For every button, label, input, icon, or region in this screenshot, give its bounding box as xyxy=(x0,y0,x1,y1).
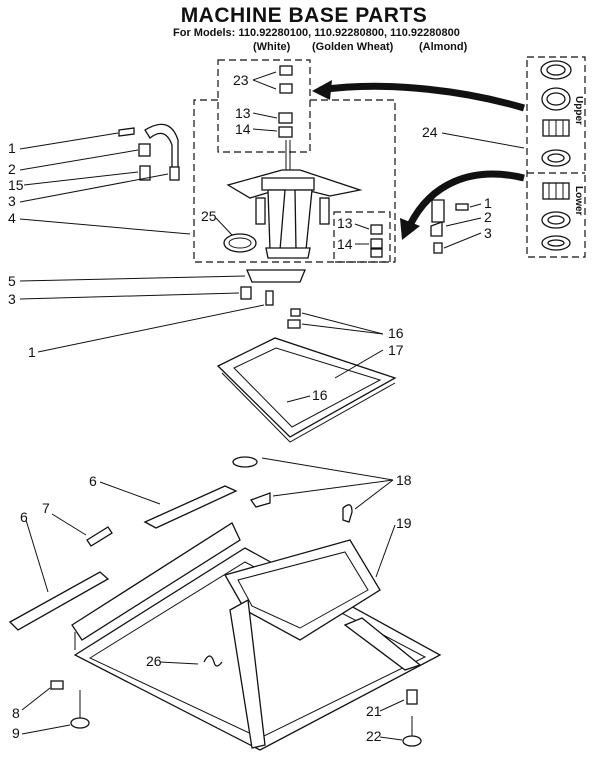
color-white: (White) xyxy=(253,41,291,53)
bearing-kit-frame xyxy=(526,56,586,258)
leveling-foot-right xyxy=(402,689,422,747)
spring-7 xyxy=(86,526,113,547)
callout-16-lower: 16 xyxy=(312,387,328,403)
transmission-assembly xyxy=(226,140,363,259)
callout-3: 3 xyxy=(8,193,16,209)
callout-1-right: 1 xyxy=(484,195,492,211)
right-bracket xyxy=(430,199,469,254)
center-small-parts xyxy=(240,269,306,306)
lower-label: Lower xyxy=(573,186,584,216)
lower-arrow xyxy=(406,170,525,227)
callout-19: 19 xyxy=(396,515,412,531)
parts-18 xyxy=(232,456,353,523)
callout-17: 17 xyxy=(388,342,404,358)
top-bearings xyxy=(278,65,293,138)
upper-arrow xyxy=(319,82,525,112)
callout-1-center: 1 xyxy=(28,344,36,360)
pads-small xyxy=(370,224,383,258)
lower-arrow-head xyxy=(400,218,420,240)
callout-16: 16 xyxy=(388,325,404,341)
ring-25 xyxy=(223,233,257,253)
callout-3-right: 3 xyxy=(484,225,492,241)
models-line: For Models: 110.92280100, 110.92280800, … xyxy=(173,27,460,39)
callout-5: 5 xyxy=(8,273,16,289)
callout-18: 18 xyxy=(396,472,412,488)
callout-7: 7 xyxy=(42,500,50,516)
callout-4: 4 xyxy=(8,210,16,226)
callout-15: 15 xyxy=(8,177,24,193)
pad-frame xyxy=(333,211,391,263)
callout-13: 13 xyxy=(235,105,251,121)
transmission-frame xyxy=(193,99,396,263)
callout-22: 22 xyxy=(366,728,382,744)
callout-6-left: 6 xyxy=(20,509,28,525)
callout-3-center: 3 xyxy=(8,291,16,307)
callout-14-pad: 14 xyxy=(337,236,353,252)
callout-2-right: 2 xyxy=(484,209,492,225)
leader-lines xyxy=(19,71,525,741)
rail-6b xyxy=(8,571,110,631)
callout-26: 26 xyxy=(146,653,162,669)
color-golden-wheat: (Golden Wheat) xyxy=(312,41,394,53)
callout-23: 23 xyxy=(233,72,249,88)
callout-21: 21 xyxy=(366,703,382,719)
callout-24: 24 xyxy=(422,124,438,140)
callout-25: 25 xyxy=(201,208,217,224)
callout-6: 6 xyxy=(89,473,97,489)
color-almond: (Almond) xyxy=(419,41,468,53)
callout-1: 1 xyxy=(8,140,16,156)
clip-26 xyxy=(203,655,223,667)
upper-label: Upper xyxy=(573,96,584,125)
bearing-frame xyxy=(217,59,311,153)
callout-14: 14 xyxy=(235,121,251,137)
leveling-foot-left xyxy=(50,680,90,729)
page-title: MACHINE BASE PARTS xyxy=(180,4,428,27)
bearing-kit xyxy=(540,60,572,251)
rail-6a xyxy=(143,485,238,529)
left-bracket xyxy=(118,123,180,181)
upper-arrow-head xyxy=(312,80,332,100)
frame-17 xyxy=(216,337,397,443)
callout-2: 2 xyxy=(8,161,16,177)
callout-13-pad: 13 xyxy=(337,215,353,231)
machine-base-19 xyxy=(71,522,442,751)
callout-9: 9 xyxy=(12,725,20,741)
callout-8: 8 xyxy=(12,705,20,721)
